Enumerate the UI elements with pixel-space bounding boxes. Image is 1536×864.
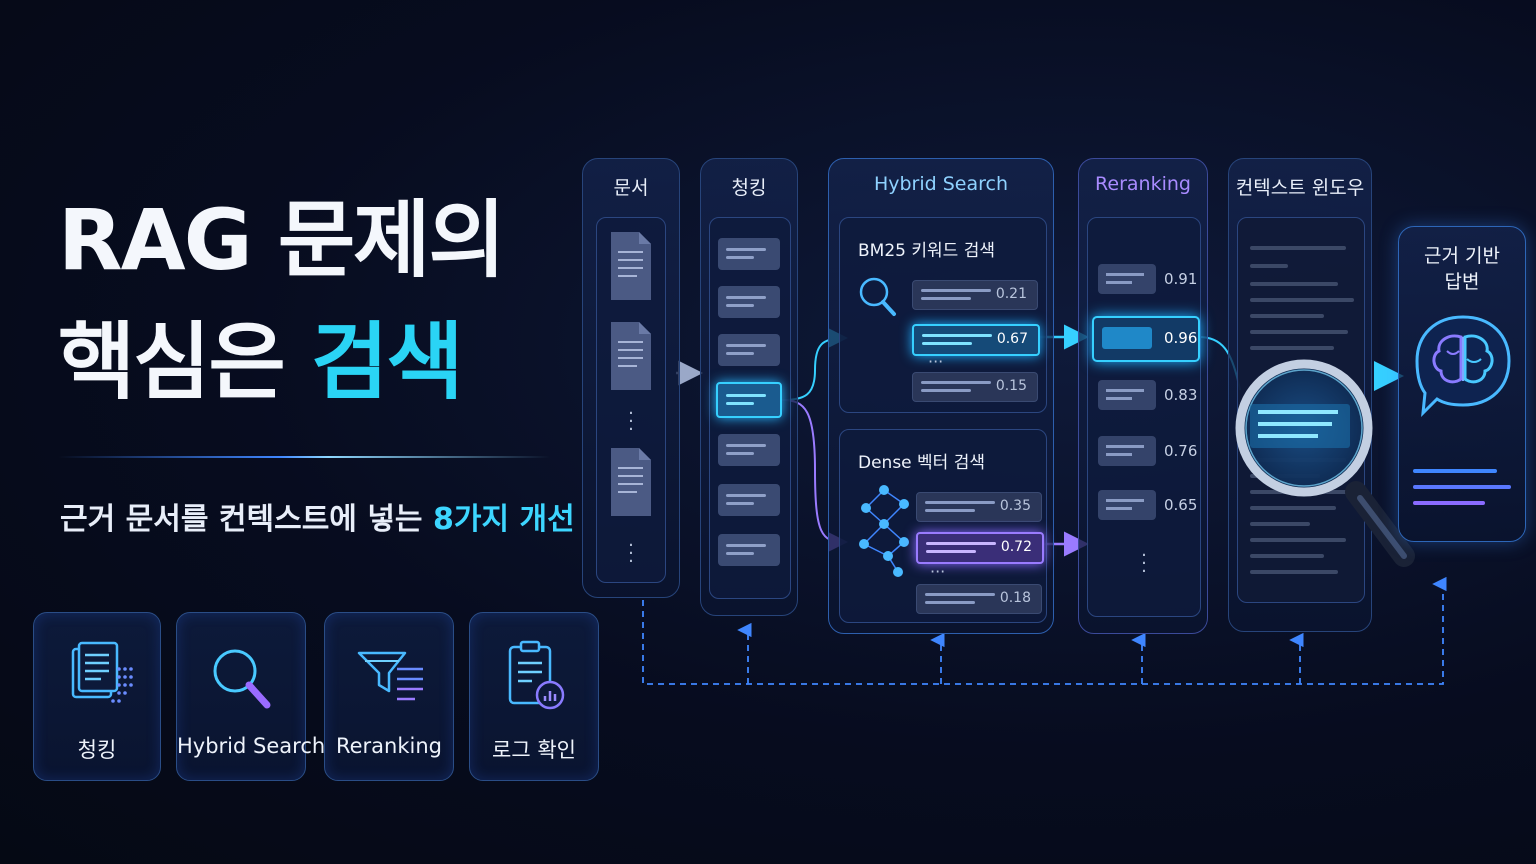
chunk-item (718, 484, 780, 516)
clipboard-chart-icon (470, 633, 598, 725)
bm25-result: 0.15 (912, 372, 1038, 402)
rerank-list: 0.91 0.96 0.83 0.76 0.65 ··· (1087, 217, 1201, 617)
chunk-list (709, 217, 791, 599)
rerank-score: 0.76 (1164, 442, 1198, 460)
feature-card-log-check-label: 로그 확인 (492, 738, 576, 762)
headline-line2-main: 핵심은 (58, 313, 286, 411)
document-chunk-icon (34, 633, 160, 725)
headline-divider (58, 456, 550, 458)
subtitle-accent: 8가지 개선 (433, 502, 575, 537)
panel-chunking: 청킹 (700, 158, 798, 616)
rerank-item (1098, 490, 1156, 520)
panel-context-window-title: 컨텍스트 윈도우 (1235, 177, 1365, 199)
feature-card-reranking[interactable]: Reranking (324, 612, 454, 781)
bm25-result-highlighted: 0.67 (912, 324, 1040, 356)
dense-result: 0.18 (916, 584, 1042, 614)
magnifier-icon (859, 277, 896, 316)
chunk-item (718, 334, 780, 366)
document-icon (611, 448, 651, 516)
dense-result: 0.35 (916, 492, 1042, 522)
feature-card-chunking[interactable]: 청킹 (33, 612, 161, 781)
panel-documents-title: 문서 (613, 177, 649, 199)
dense-box: Dense 벡터 검색 0.35 0.72 ··· 0.18 (839, 429, 1047, 623)
more-dots-icon: ··· (930, 562, 946, 581)
headline-line2: 핵심은 검색 (58, 312, 464, 412)
document-icon (611, 232, 651, 300)
documents-list: ··· ··· (596, 217, 666, 583)
panel-chunking-title: 청킹 (731, 177, 767, 199)
more-dots-icon: ··· (628, 403, 634, 440)
bm25-title: BM25 키워드 검색 (858, 241, 995, 261)
answer-line (1413, 469, 1497, 473)
document-icon (611, 322, 651, 390)
vector-graph-icon (859, 485, 909, 577)
feature-card-reranking-label: Reranking (335, 734, 442, 758)
bm25-box: BM25 키워드 검색 0.21 0.67 ··· 0.15 (839, 217, 1047, 413)
panel-answer: 근거 기반 답변 (1398, 226, 1526, 542)
answer-line (1413, 485, 1511, 489)
brain-chat-icon (1415, 315, 1511, 418)
magnifying-glass-icon (1235, 359, 1415, 567)
search-icon (177, 633, 305, 725)
more-dots-icon: ··· (1141, 545, 1147, 582)
dense-result-highlighted: 0.72 (916, 532, 1044, 564)
more-dots-icon: ··· (928, 352, 944, 371)
headline-line1: RAG 문제의 (58, 191, 506, 289)
rerank-item-highlighted: 0.96 (1092, 316, 1200, 362)
feature-card-log-check[interactable]: 로그 확인 (469, 612, 599, 781)
rerank-item (1098, 436, 1156, 466)
dense-title: Dense 벡터 검색 (858, 453, 986, 473)
rerank-score: 0.65 (1164, 496, 1198, 514)
subtitle: 근거 문서를 컨텍스트에 넣는 8가지 개선 (60, 494, 575, 538)
panel-reranking: Reranking 0.91 0.96 0.83 0.76 0.65 ··· (1078, 158, 1208, 634)
chunk-item (718, 534, 780, 566)
feature-card-chunking-label: 청킹 (77, 738, 117, 762)
panel-hybrid-search: Hybrid Search BM25 키워드 검색 0.21 0.67 ··· … (828, 158, 1054, 634)
panel-documents: 문서 ··· ··· (582, 158, 680, 598)
chunk-item (718, 286, 780, 318)
feature-card-hybrid-search-label: Hybrid Search (177, 734, 326, 758)
headline-line2-accent: 검색 (311, 313, 464, 411)
chunk-item-selected (716, 382, 782, 418)
filter-funnel-icon (325, 633, 453, 725)
subtitle-main: 근거 문서를 컨텍스트에 넣는 (60, 502, 423, 537)
rerank-score: 0.91 (1164, 270, 1198, 288)
rerank-item (1098, 380, 1156, 410)
chunk-item (718, 238, 780, 270)
chunk-item (718, 434, 780, 466)
feature-card-hybrid-search[interactable]: Hybrid Search (176, 612, 326, 781)
more-dots-icon: ··· (628, 535, 634, 572)
rerank-score: 0.83 (1164, 386, 1198, 404)
panel-hybrid-search-title: Hybrid Search (873, 173, 1009, 195)
answer-line (1413, 501, 1485, 505)
rerank-item (1098, 264, 1156, 294)
panel-reranking-title: Reranking (1095, 173, 1191, 195)
panel-answer-title: 근거 기반 답변 (1424, 245, 1500, 293)
bm25-result: 0.21 (912, 280, 1038, 310)
